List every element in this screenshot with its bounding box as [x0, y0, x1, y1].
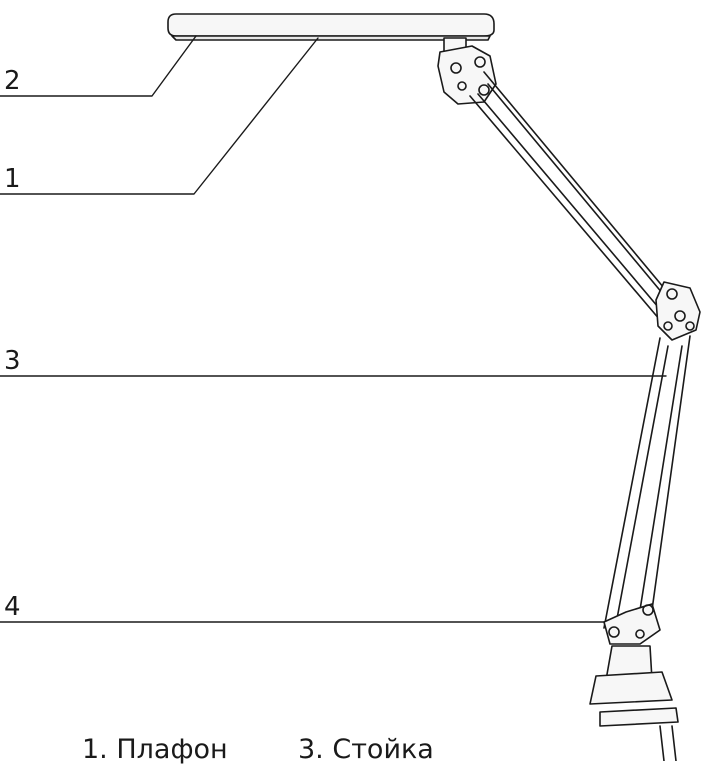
upper-joint: [437, 37, 497, 105]
lower-joint: [603, 603, 661, 645]
callout-4-label: 4: [4, 592, 21, 622]
lamp-head: [167, 13, 495, 41]
legend-item-1: 1. Плафон: [82, 734, 228, 765]
callout-1-label: 1: [4, 164, 21, 194]
callout-2-label: 2: [4, 66, 21, 96]
legend-item-3: 3. Стойка: [298, 734, 434, 765]
elbow-joint: [655, 281, 701, 341]
base-clamp-drawing: [589, 645, 679, 761]
upper-arm: [469, 71, 675, 321]
leader-lines: [0, 35, 667, 623]
callout-3-label: 3: [4, 346, 21, 376]
lower-arm: [603, 335, 691, 629]
